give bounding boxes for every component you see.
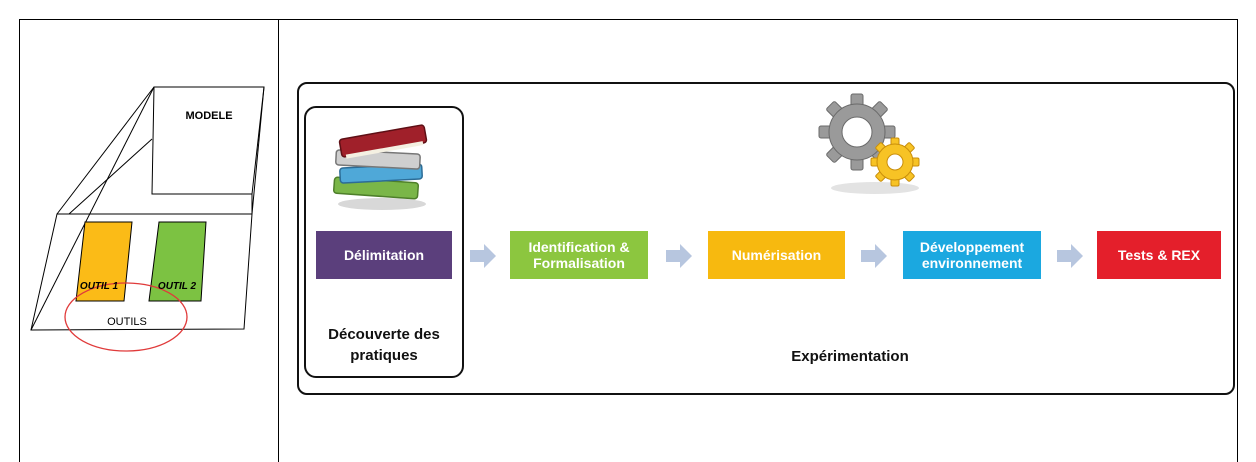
step-developpement-line2: environnement [921,255,1023,271]
step-numerisation: Numérisation [708,231,845,279]
arrow-right-icon [861,244,887,268]
step-tests-rex: Tests & REX [1097,231,1221,279]
discovery-caption-line1: Découverte des [328,326,440,343]
outils-ellipse [64,282,188,352]
outils-label: OUTILS [107,316,147,328]
outil2-panel [148,221,207,302]
outils-frame [30,213,253,331]
model-diagram: MODELE OUTIL 1 OUTIL 2 OUTILS [30,86,265,352]
discovery-box [304,106,464,378]
discovery-caption-line2: pratiques [350,347,418,364]
arrow-right-icon [470,244,496,268]
outil2-label: OUTIL 2 [158,281,197,292]
experimentation-caption: Expérimentation [791,348,909,365]
step-developpement-line1: Développement [919,239,1025,255]
outil1-panel [75,221,133,302]
step-tests-rex-label: Tests & REX [1117,247,1201,263]
left-cell [19,19,279,462]
modele-label: MODELE [185,110,232,122]
modele-panel [151,86,265,195]
discovery-caption: Découverte des pratiques [306,324,462,366]
step-numerisation-label: Numérisation [731,247,822,263]
outil1-label: OUTIL 1 [80,281,119,292]
arrow-right-icon [1057,244,1083,268]
gears-icon [818,93,920,194]
step-identification-line1: Identification & [528,239,630,255]
arrow-right-icon [666,244,692,268]
step-delimitation: Délimitation [316,231,452,279]
step-delimitation-label: Délimitation [343,247,425,263]
books-icon [332,124,428,210]
step-identification: Identification & Formalisation [510,231,648,279]
right-cell [278,19,1238,462]
step-developpement: Développement environnement [903,231,1041,279]
step-identification-line2: Formalisation [533,255,625,271]
experimentation-box [297,82,1235,395]
